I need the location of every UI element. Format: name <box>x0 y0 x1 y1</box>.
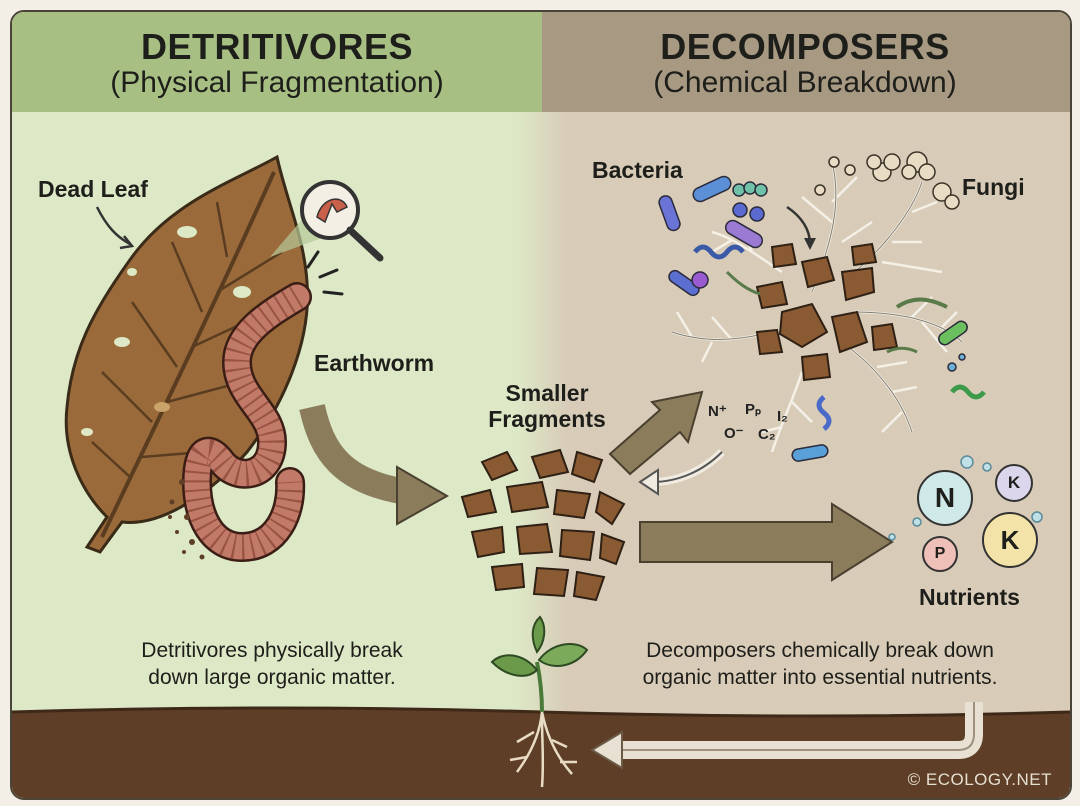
nutrient-n-bubble: N <box>917 470 973 526</box>
chem-p: Pₚ <box>745 401 762 418</box>
fungi-pointer-2 <box>886 346 918 354</box>
decomposing-chunks <box>755 242 899 382</box>
decomposers-caption-line1: Decomposers chemically break down <box>646 639 994 662</box>
diagram-frame: DETRITIVORES (Physical Fragmentation) DE… <box>10 10 1072 800</box>
fungi-pointer <box>895 297 948 309</box>
decomposers-caption: Decomposers chemically break down organi… <box>600 637 1040 692</box>
chem-c: C₂ <box>758 426 776 443</box>
worm-to-fragments-arrow <box>299 404 410 505</box>
dead-leaf-pointer <box>95 206 131 246</box>
decomposers-caption-line2: organic matter into essential nutrients. <box>642 666 998 690</box>
chem-i: I₂ <box>777 408 788 425</box>
soil-crumbs <box>168 479 205 560</box>
fragments-to-decomposers-arrow <box>608 390 704 476</box>
seedling-illustration <box>490 615 589 713</box>
fragments-to-nutrients-arrow <box>639 502 894 582</box>
dead-leaf-illustration <box>64 154 310 554</box>
bacteria-spiral <box>693 244 745 260</box>
fragments-label: Smaller Fragments <box>482 380 612 433</box>
bacteria-spiral-green <box>950 384 986 400</box>
fragments-pile <box>460 448 626 602</box>
copyright-text: © ECOLOGY.NET <box>907 770 1052 789</box>
detritivores-title: DETRITIVORES <box>140 26 414 67</box>
crunch-lines <box>306 250 344 296</box>
nutrient-k-small-bubble: K <box>995 464 1033 502</box>
decomposers-title: DECOMPOSERS <box>660 26 950 67</box>
detritivores-caption-line1: Detritivores physically break <box>141 639 403 662</box>
nutrient-p-bubble: P <box>922 536 958 572</box>
magnifier-icon <box>270 180 384 262</box>
bacteria-cluster <box>658 175 968 462</box>
nutrient-k-large-bubble: K <box>982 512 1038 568</box>
decomposers-subtitle: (Chemical Breakdown) <box>653 66 957 99</box>
earthworm-label: Earthworm <box>314 350 435 376</box>
bacteria-spiral-blue <box>816 395 832 431</box>
fungi-fruiting-bodies <box>814 151 960 210</box>
dead-leaf-label: Dead Leaf <box>38 176 148 202</box>
seedling-roots <box>509 711 577 788</box>
soil-strip <box>12 708 1070 798</box>
detritivores-caption-line2: down large organic matter. <box>148 666 396 690</box>
nutrient-bubbles-small <box>888 455 1043 541</box>
fragments-label-line2: Fragments <box>488 406 606 433</box>
earthworm-illustration <box>181 282 312 563</box>
right-header-bg <box>542 12 1070 112</box>
fungi-label: Fungi <box>962 174 1025 200</box>
diagram-artwork <box>12 12 1070 798</box>
bacteria-pointer-2 <box>725 270 761 296</box>
right-panel-bg <box>542 12 1070 798</box>
detritivores-subtitle: (Physical Fragmentation) <box>110 66 444 99</box>
detritivores-caption: Detritivores physically break down large… <box>82 637 462 692</box>
panel-blend <box>517 112 567 712</box>
left-header-bg <box>12 12 542 112</box>
nutrients-label: Nutrients <box>919 584 1020 610</box>
chem-o: O⁻ <box>724 425 744 442</box>
bacteria-label: Bacteria <box>592 157 683 183</box>
chem-n: N⁺ <box>708 403 727 420</box>
fragments-label-line1: Smaller <box>505 380 589 406</box>
